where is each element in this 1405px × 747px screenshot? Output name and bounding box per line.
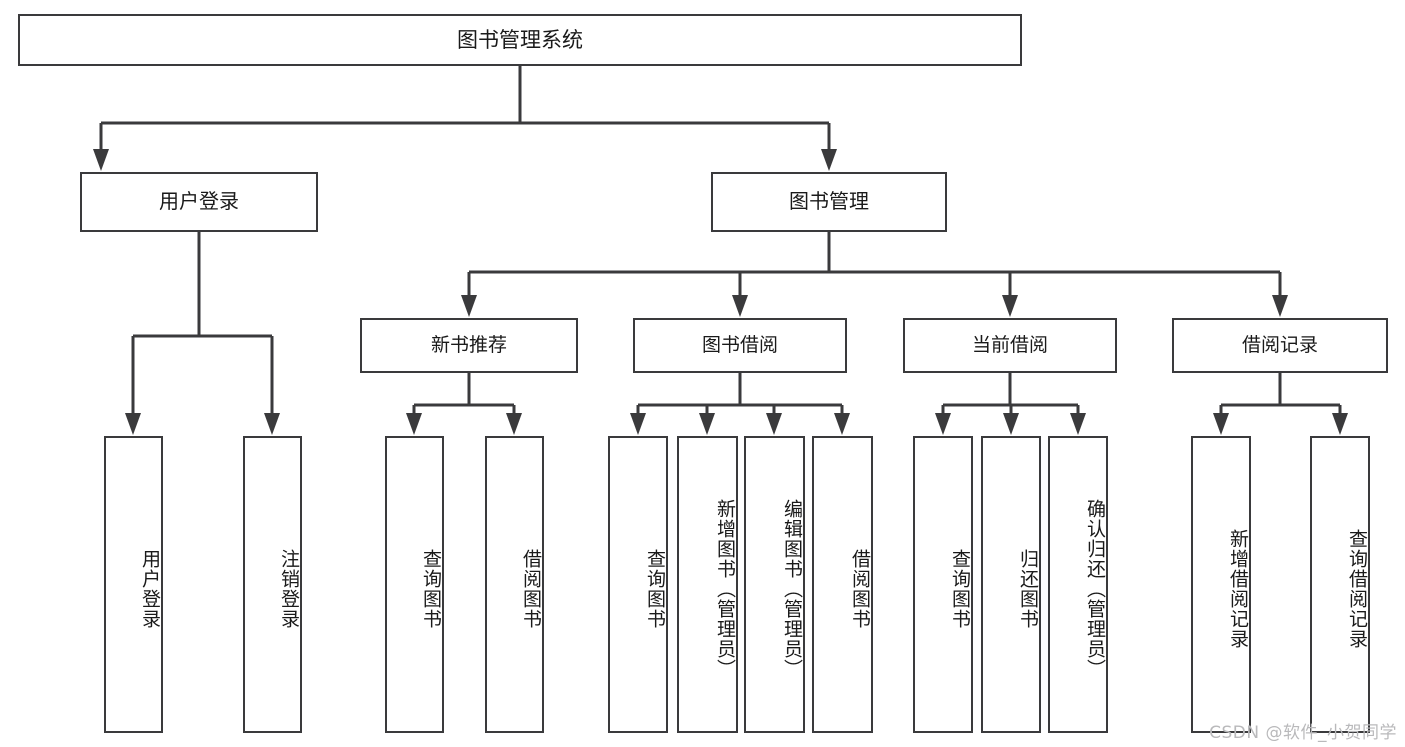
node-borrow-record[interactable]: 借阅记录 [1172,318,1388,373]
node-user-login[interactable]: 用户登录 [80,172,318,232]
node-leaf-add-record[interactable]: 新增借阅记录 [1191,436,1251,733]
node-root[interactable]: 图书管理系统 [18,14,1022,66]
node-leaf-query-record[interactable]: 查询借阅记录 [1310,436,1370,733]
node-leaf-query-book-2[interactable]: 查询图书 [608,436,668,733]
node-new-book-recommend[interactable]: 新书推荐 [360,318,578,373]
node-book-manage[interactable]: 图书管理 [711,172,947,232]
node-leaf-return-book[interactable]: 归还图书 [981,436,1041,733]
node-leaf-query-book-1[interactable]: 查询图书 [385,436,444,733]
node-leaf-query-book-3[interactable]: 查询图书 [913,436,973,733]
watermark: CSDN @软件_小贺同学 [1209,723,1397,743]
node-leaf-edit-book[interactable]: 编辑图书（管理员） [744,436,805,733]
node-current-borrow[interactable]: 当前借阅 [903,318,1117,373]
node-leaf-confirm-return[interactable]: 确认归还（管理员） [1048,436,1108,733]
node-leaf-logout[interactable]: 注销登录 [243,436,302,733]
node-leaf-add-book[interactable]: 新增图书（管理员） [677,436,738,733]
node-leaf-borrow-book-1[interactable]: 借阅图书 [485,436,544,733]
node-book-borrow[interactable]: 图书借阅 [633,318,847,373]
node-leaf-user-login[interactable]: 用户登录 [104,436,163,733]
node-leaf-borrow-book-2[interactable]: 借阅图书 [812,436,873,733]
